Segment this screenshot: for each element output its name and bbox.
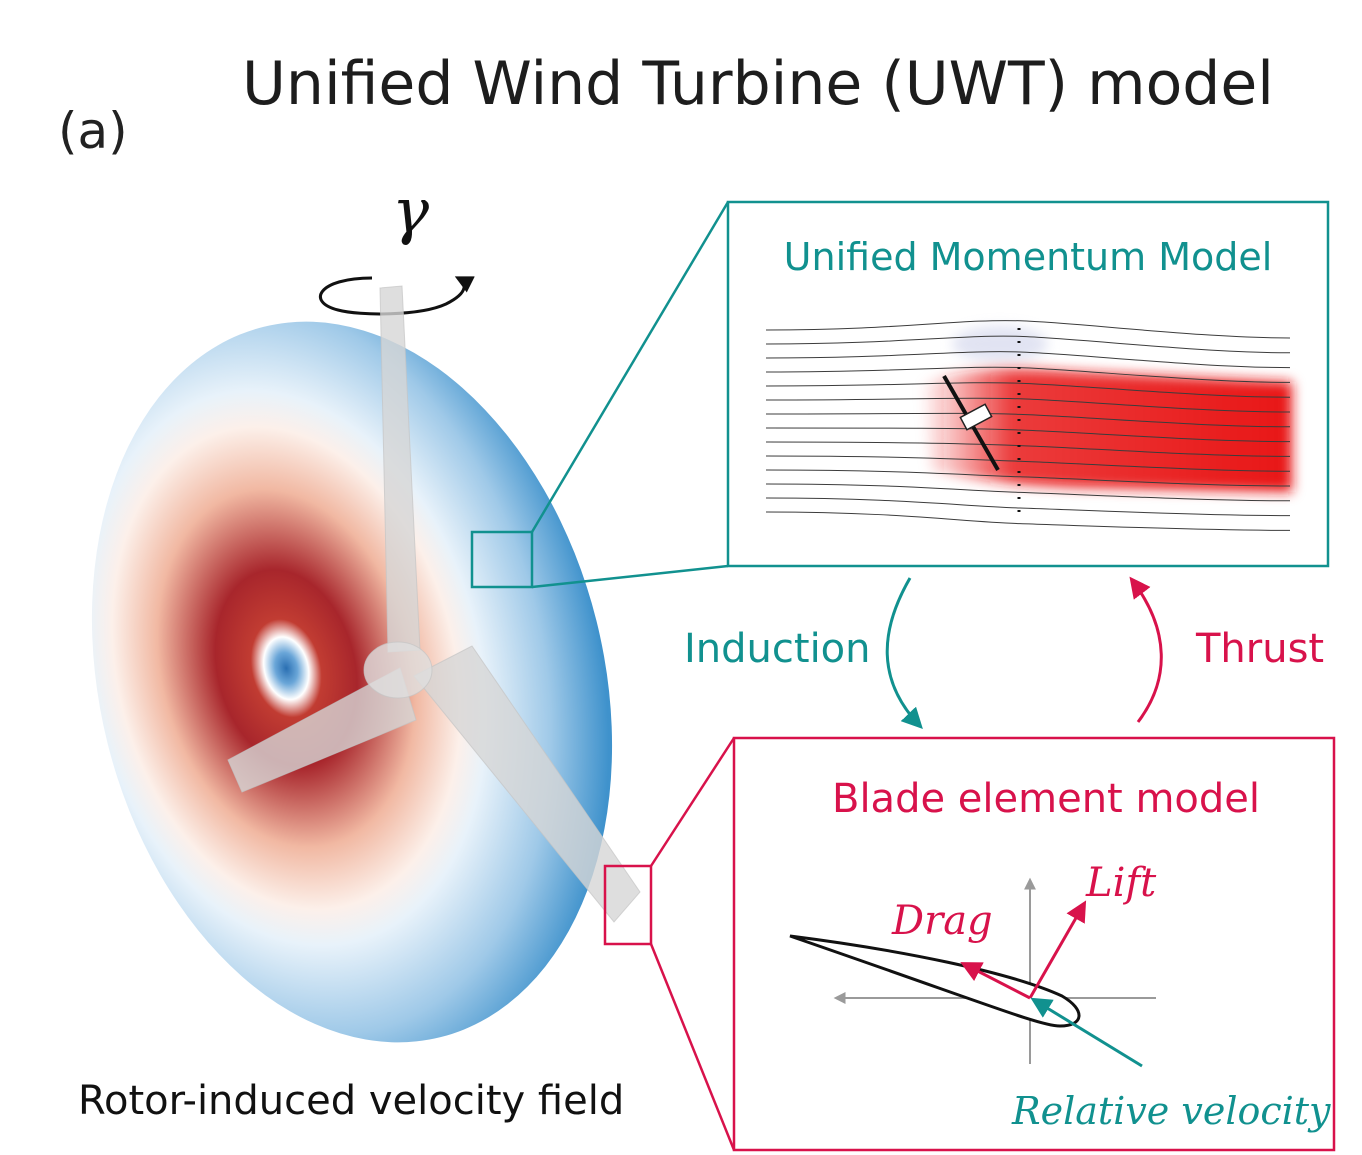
streamline xyxy=(765,483,1291,502)
thrust-label: Thrust xyxy=(1195,626,1324,672)
blade-left xyxy=(227,667,417,793)
force-vectors xyxy=(960,900,1143,1068)
figure-title: Unified Wind Turbine (UWT) model xyxy=(242,49,1274,119)
momentum-turbine-nacelle xyxy=(959,403,993,431)
lift-vector xyxy=(1028,900,1087,999)
blade-connector-bottom xyxy=(649,943,736,1151)
blade-connector-top xyxy=(649,737,736,867)
streamline xyxy=(765,511,1291,531)
induction-label: Induction xyxy=(684,626,871,672)
induction-arrow xyxy=(885,577,923,730)
relative-velocity-vector xyxy=(1030,997,1143,1068)
rotor-velocity-disk xyxy=(91,321,613,1043)
thrust-arrow xyxy=(1129,576,1163,723)
streamline xyxy=(765,335,1291,354)
yaw-symbol: γ xyxy=(392,174,430,247)
zoom-connector-top xyxy=(530,201,730,533)
panel-label: (a) xyxy=(58,102,128,160)
streamline xyxy=(765,397,1291,413)
airfoil xyxy=(789,934,1081,1028)
streamline xyxy=(765,412,1291,428)
rotor-caption: Rotor-induced velocity field xyxy=(78,1078,624,1124)
blade-element-title: Blade element model xyxy=(832,776,1260,822)
streamline xyxy=(765,427,1291,443)
streamline xyxy=(765,382,1291,398)
turbine-hub xyxy=(363,641,433,699)
drag-label: Drag xyxy=(891,898,993,944)
streamline xyxy=(765,320,1291,339)
blade-zoom-box xyxy=(603,864,653,946)
relative-velocity-label: Relative velocity xyxy=(1011,1089,1331,1133)
drag-vector xyxy=(960,962,1031,1000)
momentum-model-title: Unified Momentum Model xyxy=(784,235,1273,279)
upstream-blue-region xyxy=(952,326,1048,362)
streamline xyxy=(765,455,1291,472)
streamline xyxy=(765,351,1291,369)
streamline xyxy=(765,469,1291,487)
streamline xyxy=(765,497,1291,517)
blade-lower-right xyxy=(413,645,641,923)
momentum-turbine xyxy=(942,328,1021,514)
momentum-zoom-box xyxy=(470,530,534,589)
lift-label: Lift xyxy=(1085,860,1157,906)
yaw-rotation-arrow xyxy=(318,276,475,316)
blade-zoom-indicator xyxy=(603,737,736,1151)
momentum-zoom-indicator xyxy=(470,201,730,589)
turbine-rotor xyxy=(227,285,641,923)
streamlines xyxy=(765,320,1291,531)
zoom-connector-bottom xyxy=(531,564,729,589)
